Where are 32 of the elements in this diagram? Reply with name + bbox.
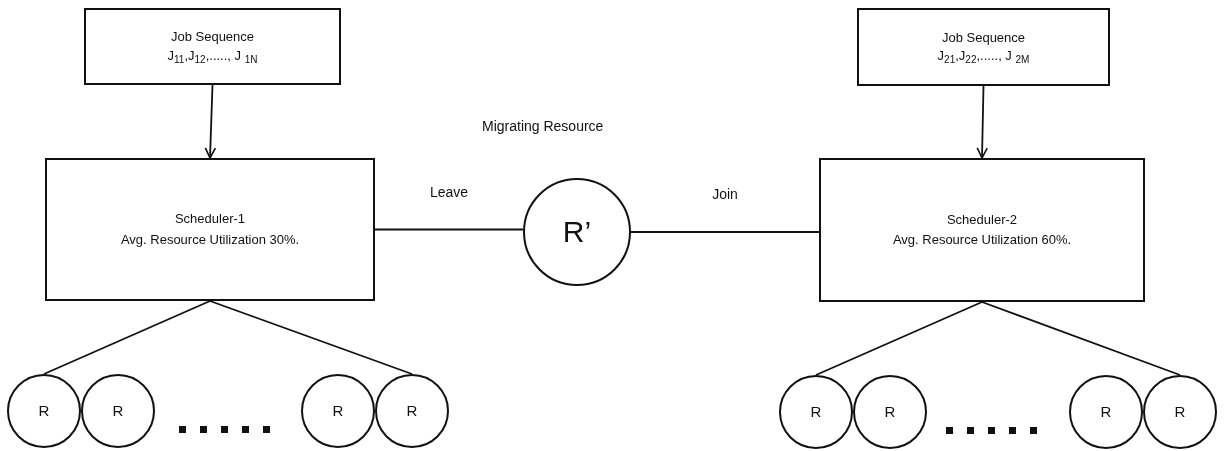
node-title: R bbox=[1100, 402, 1112, 422]
node-text: J$_{11}$,J$_{12}$,....., J $_{1N}$ bbox=[167, 47, 258, 64]
arrow bbox=[204, 84, 217, 159]
edge-label: Leave bbox=[429, 183, 469, 200]
edge-label: Join bbox=[712, 186, 738, 202]
node-title: R bbox=[38, 401, 50, 421]
node-title: R bbox=[884, 402, 896, 422]
connector-line bbox=[374, 228, 524, 231]
connector-line bbox=[981, 301, 1181, 376]
node-text: Avg. Resource Utilization 30%. bbox=[120, 231, 300, 248]
process-box bbox=[45, 158, 375, 301]
node-title: R bbox=[810, 402, 822, 422]
node-title: Job Sequence bbox=[170, 29, 255, 46]
node-text: Avg. Resource Utilization 60%. bbox=[892, 232, 1072, 249]
connector-line bbox=[630, 231, 820, 233]
process-box bbox=[84, 8, 341, 85]
node-title: Scheduler-2 bbox=[946, 211, 1018, 228]
node-title: R’ bbox=[562, 214, 592, 251]
node-title: R bbox=[332, 401, 344, 421]
node-title: R bbox=[112, 401, 124, 421]
process-box bbox=[857, 8, 1110, 86]
connector-line bbox=[209, 300, 413, 375]
annotation-label: Migrating Resource bbox=[482, 118, 604, 134]
connector-line bbox=[815, 301, 983, 376]
connector-line bbox=[43, 300, 211, 375]
node-title: Job Sequence bbox=[941, 29, 1026, 46]
node-text: J$_{21}$,J$_{22}$,....., J $_{2M}$ bbox=[937, 48, 1030, 65]
process-box bbox=[819, 158, 1145, 302]
node-title: R bbox=[406, 401, 418, 421]
node-title: R bbox=[1174, 402, 1186, 422]
arrow bbox=[976, 85, 988, 159]
node-title: Scheduler-1 bbox=[174, 211, 246, 228]
